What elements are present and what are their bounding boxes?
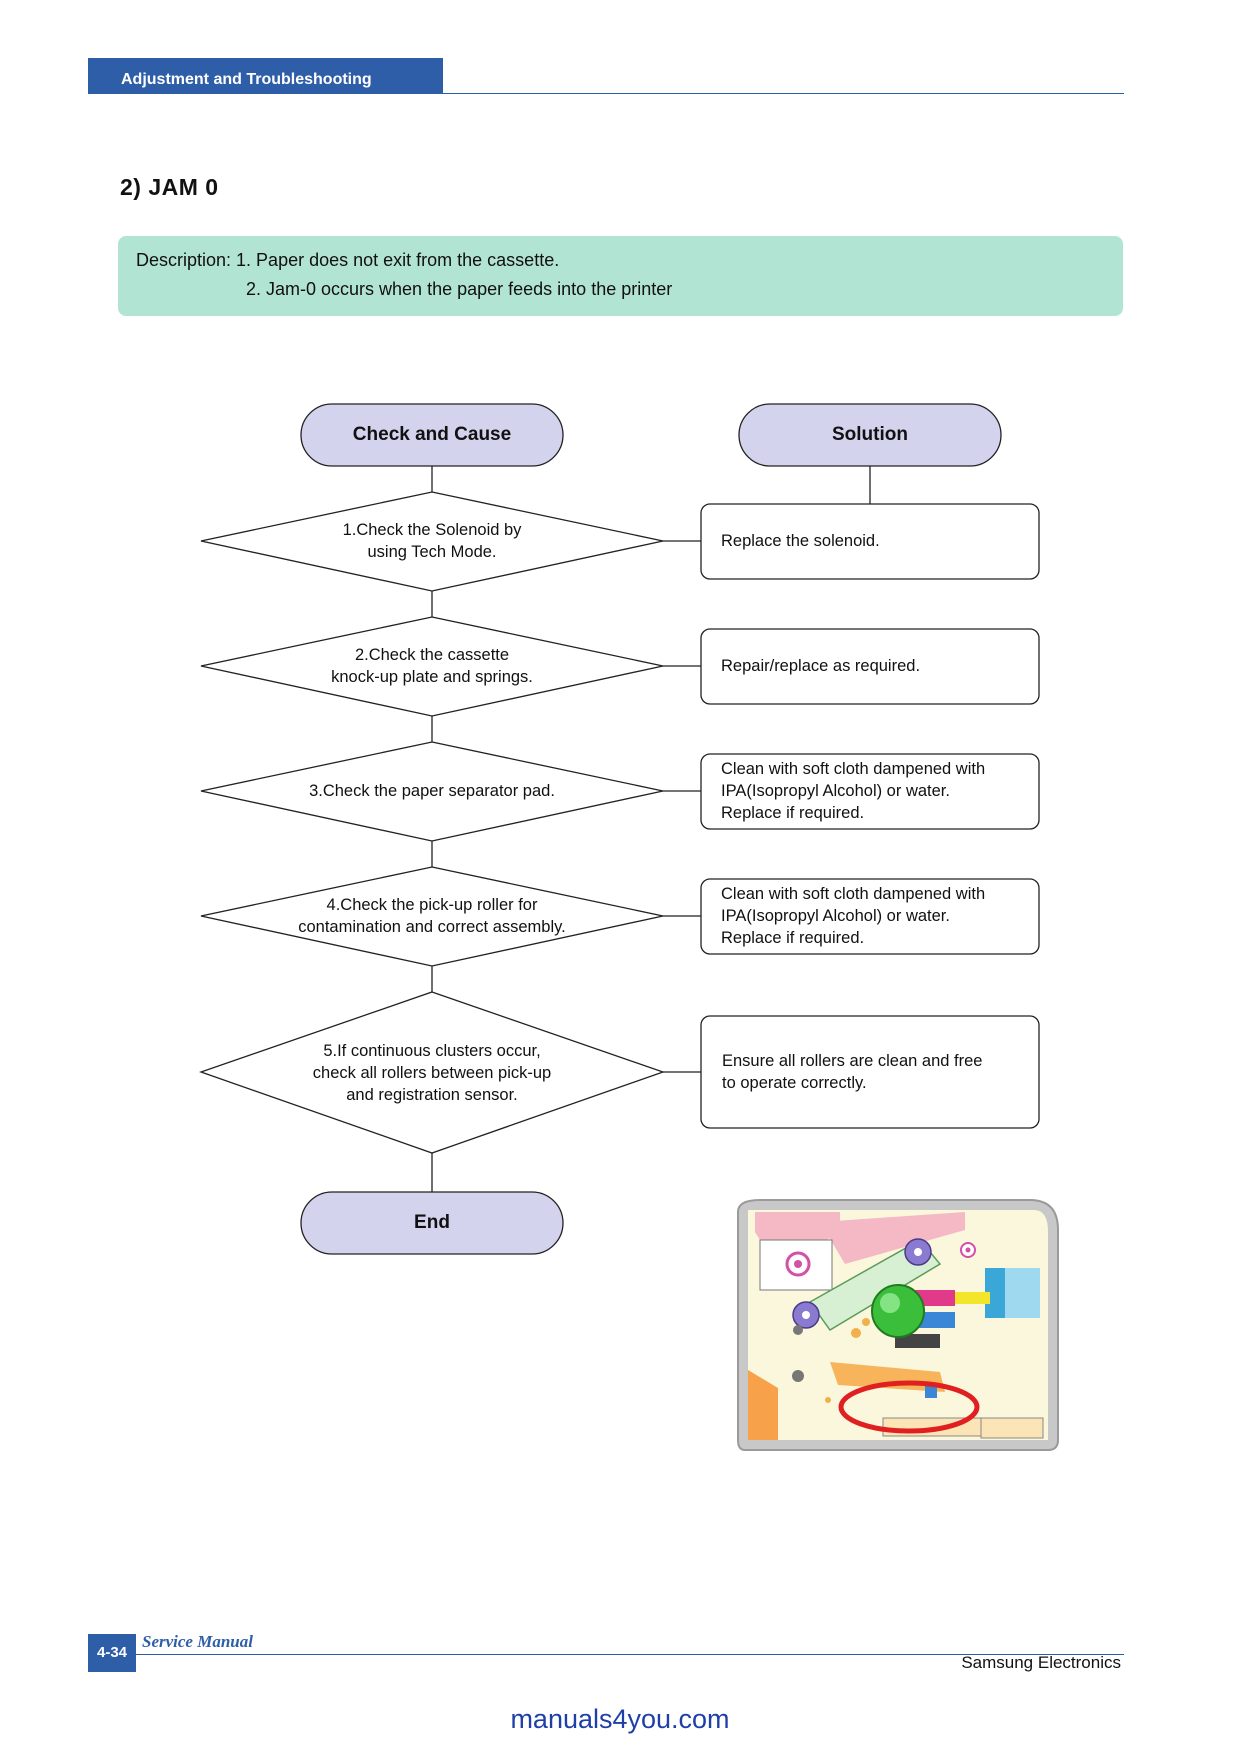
solution-box-4 bbox=[700, 878, 1040, 955]
watermark-link[interactable]: manuals4you.com bbox=[510, 1704, 730, 1734]
check-and-cause-label: Check and Cause bbox=[352, 424, 512, 445]
solution-label: Solution bbox=[832, 424, 908, 445]
end-terminal bbox=[300, 1191, 564, 1255]
header-rule bbox=[88, 93, 1124, 94]
decision-diamond-3 bbox=[200, 741, 664, 842]
jam-location-highlight bbox=[838, 1380, 980, 1434]
decision-diamond-4 bbox=[200, 866, 664, 967]
step-1-check: 1.Check the Solenoid by using Tech Mode. bbox=[342, 521, 522, 561]
solution-box-2 bbox=[700, 628, 1040, 705]
step-3-check: 3.Check the paper separator pad. bbox=[309, 782, 555, 800]
page-number: 4-34 bbox=[88, 1634, 136, 1672]
step-5-solution: Ensure all rollers are clean and free to… bbox=[722, 1052, 983, 1092]
decision-diamond-1 bbox=[200, 491, 664, 592]
step-5-check: 5.If continuous clusters occur, check al… bbox=[312, 1042, 552, 1104]
step-2-solution: Repair/replace as required. bbox=[721, 657, 921, 675]
description-line-2: 2. Jam-0 occurs when the paper feeds int… bbox=[246, 279, 673, 299]
decision-diamond-5 bbox=[199, 991, 665, 1154]
solution-box-1 bbox=[700, 503, 1040, 580]
description-line-1: Description: 1. Paper does not exit from… bbox=[136, 250, 560, 270]
section-header-tab: Adjustment and Troubleshooting bbox=[88, 58, 443, 94]
step-2-check: 2.Check the cassette knock-up plate and … bbox=[331, 646, 533, 686]
solution-box-5 bbox=[700, 1015, 1040, 1129]
solution-terminal bbox=[738, 403, 1002, 467]
step-4-solution: Clean with soft cloth dampened with IPA(… bbox=[721, 885, 986, 947]
step-1-solution: Replace the solenoid. bbox=[721, 532, 880, 550]
company-name: Samsung Electronics bbox=[961, 1653, 1121, 1672]
end-label: End bbox=[414, 1212, 450, 1233]
description-box bbox=[118, 236, 1123, 316]
printer-cross-section-illustration bbox=[737, 1199, 1059, 1451]
check-and-cause-terminal bbox=[300, 403, 564, 467]
decision-diamond-2 bbox=[200, 616, 664, 717]
service-manual-label: Service Manual bbox=[142, 1632, 253, 1651]
page-title: 2) JAM 0 bbox=[120, 174, 219, 200]
step-4-check: 4.Check the pick-up roller for contamina… bbox=[298, 896, 566, 936]
solution-box-3 bbox=[700, 753, 1040, 830]
step-3-solution: Clean with soft cloth dampened with IPA(… bbox=[721, 760, 986, 822]
footer-rule bbox=[136, 1654, 1124, 1655]
